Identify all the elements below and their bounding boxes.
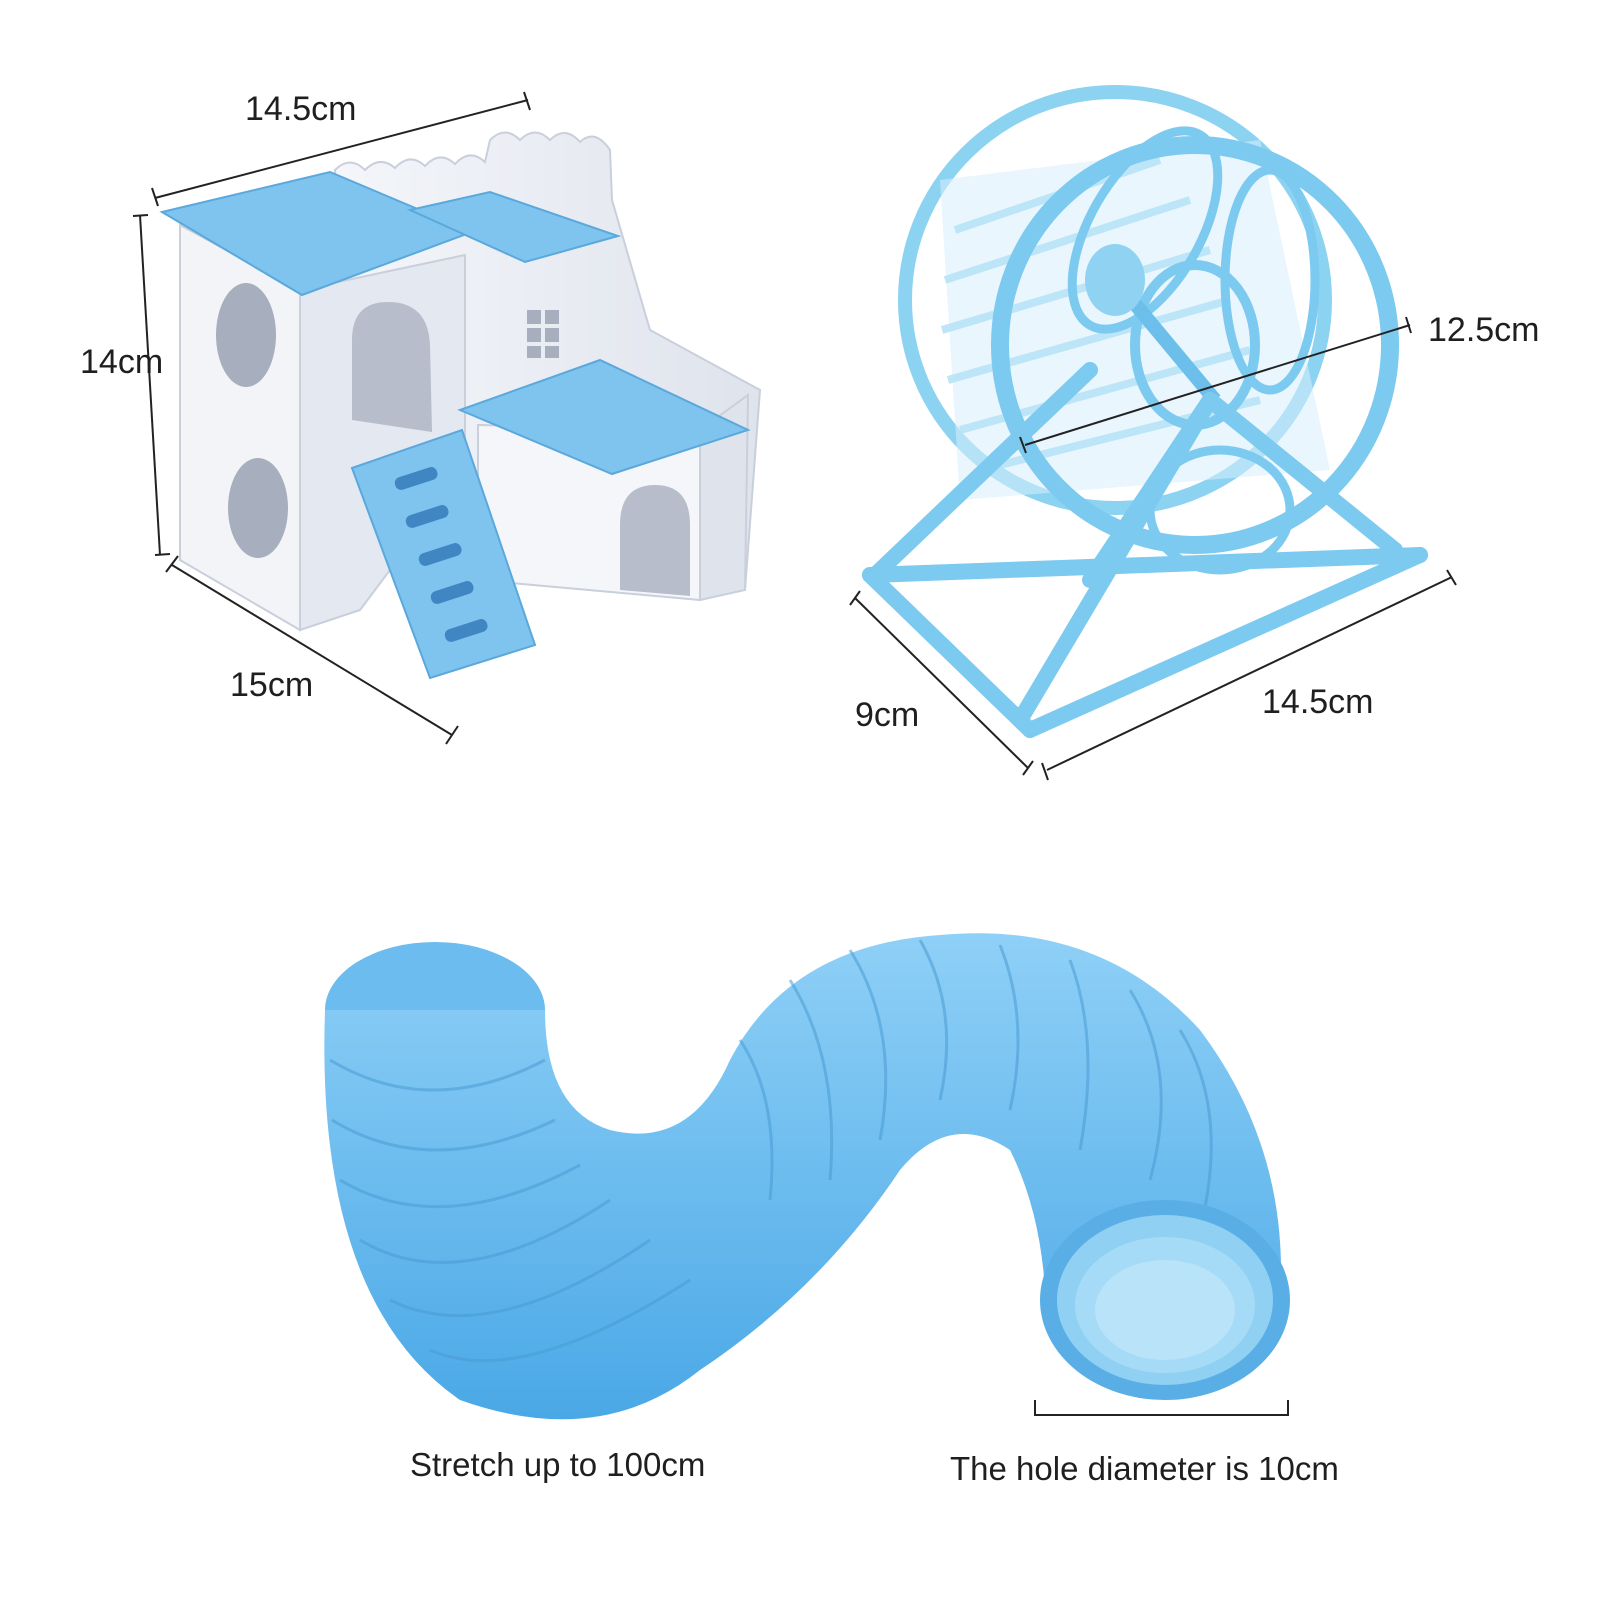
wheel-depth-label: 9cm (855, 696, 920, 734)
house-depth-label: 15cm (230, 666, 314, 704)
hole-diameter-bracket (1034, 1400, 1289, 1416)
hamster-wheel (862, 85, 1428, 738)
house-dimension-lines (132, 91, 531, 745)
hamster-house (159, 131, 762, 680)
wheel-diameter-label: 12.5cm (1428, 311, 1540, 349)
wheel-width-label: 14.5cm (1262, 683, 1374, 721)
house-width-label: 14.5cm (245, 90, 357, 128)
wheel-dimension-lines (849, 316, 1457, 781)
tunnel-hole-caption: The hole diameter is 10cm (950, 1450, 1339, 1487)
tunnel-stretch-caption: Stretch up to 100cm (410, 1446, 706, 1483)
collapsible-tunnel (324, 933, 1290, 1420)
house-height-label: 14cm (80, 343, 164, 381)
